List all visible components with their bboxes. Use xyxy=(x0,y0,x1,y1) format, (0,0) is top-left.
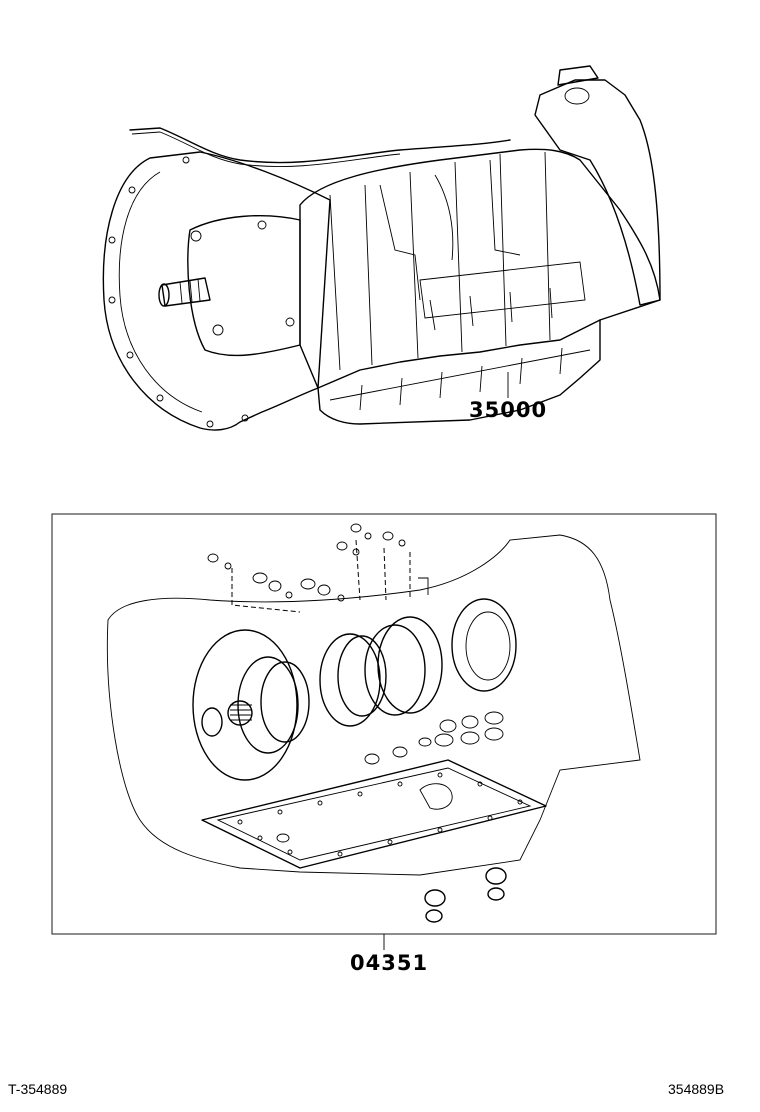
footer-left-code: T-354889 xyxy=(8,1081,68,1097)
kit-frame xyxy=(51,513,717,935)
footer-right-code: 354889B xyxy=(668,1081,725,1097)
gasket-kit-drawing xyxy=(51,513,717,950)
transmission-assembly-drawing xyxy=(102,65,661,431)
part-number-transmission: 35000 xyxy=(469,398,548,422)
part-number-gasket-kit: 04351 xyxy=(350,951,429,975)
